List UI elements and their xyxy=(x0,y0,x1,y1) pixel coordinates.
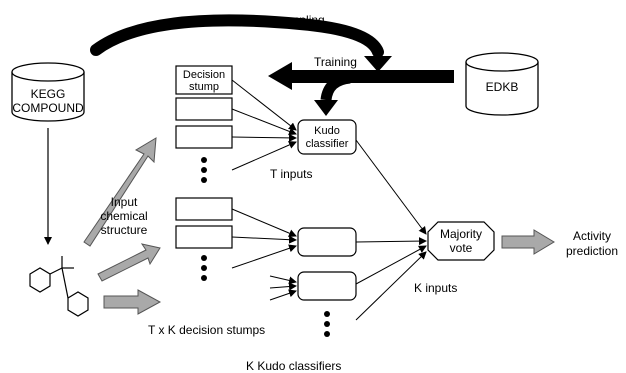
stump-to-kudo-arrows xyxy=(269,275,297,301)
majority-vote-node xyxy=(427,221,495,261)
kudo-classifier-box xyxy=(297,119,357,155)
kegg-compound-database xyxy=(11,62,85,122)
kegg-label-line1: KEGG xyxy=(31,87,66,101)
stump-to-kudo-arrows xyxy=(231,79,297,171)
training-arrow xyxy=(268,62,454,90)
decision-stump-label-line1: Decision xyxy=(183,69,225,81)
chemical-structure-icon xyxy=(29,256,89,317)
decision-stump-box xyxy=(175,125,233,149)
txk-decision-stumps-label: T x K decision stumps xyxy=(148,323,265,337)
training-to-kudo-arrow xyxy=(314,72,351,116)
decision-stump-box xyxy=(175,197,233,221)
random-sampling-arrow xyxy=(90,14,392,72)
input-label-line2: chemical xyxy=(100,209,147,223)
edkb-label: EDKB xyxy=(486,80,519,94)
ellipsis-dots xyxy=(324,311,330,337)
input-arrow-lower xyxy=(103,289,162,315)
stump-to-kudo-arrows xyxy=(231,208,297,269)
kudo-label-line1: Kudo xyxy=(314,125,340,137)
input-label-line1: Input xyxy=(111,195,138,209)
k-inputs-label: K inputs xyxy=(414,281,457,295)
decision-stump-box xyxy=(175,97,233,121)
majority-label-line2: vote xyxy=(450,241,473,255)
kudo-classifier-box xyxy=(297,227,357,257)
input-label-line3: structure xyxy=(101,223,148,237)
input-arrow-middle xyxy=(97,243,161,282)
edkb-database xyxy=(465,52,539,116)
output-arrow xyxy=(501,229,555,255)
decision-stump-label-line2: stump xyxy=(189,81,219,93)
random-sampling-label: Random sampling xyxy=(228,13,325,27)
kegg-label-line2: COMPOUND xyxy=(12,101,84,115)
ellipsis-dots xyxy=(201,255,207,281)
k-kudo-classifiers-label: K Kudo classifiers xyxy=(246,359,341,373)
input-arrow-upper xyxy=(83,137,157,247)
kudo-label-line2: classifier xyxy=(306,138,349,150)
kudo-to-vote-arrows xyxy=(355,139,427,321)
decision-stump-box xyxy=(175,225,233,249)
training-label: Training xyxy=(314,55,357,69)
majority-label-line1: Majority xyxy=(440,227,482,241)
ellipsis-dots xyxy=(201,157,207,183)
kudo-classifier-box xyxy=(297,271,357,301)
t-inputs-label: T inputs xyxy=(270,167,312,181)
activity-label-line2: prediction xyxy=(566,244,618,258)
activity-label-line1: Activity xyxy=(573,229,611,243)
